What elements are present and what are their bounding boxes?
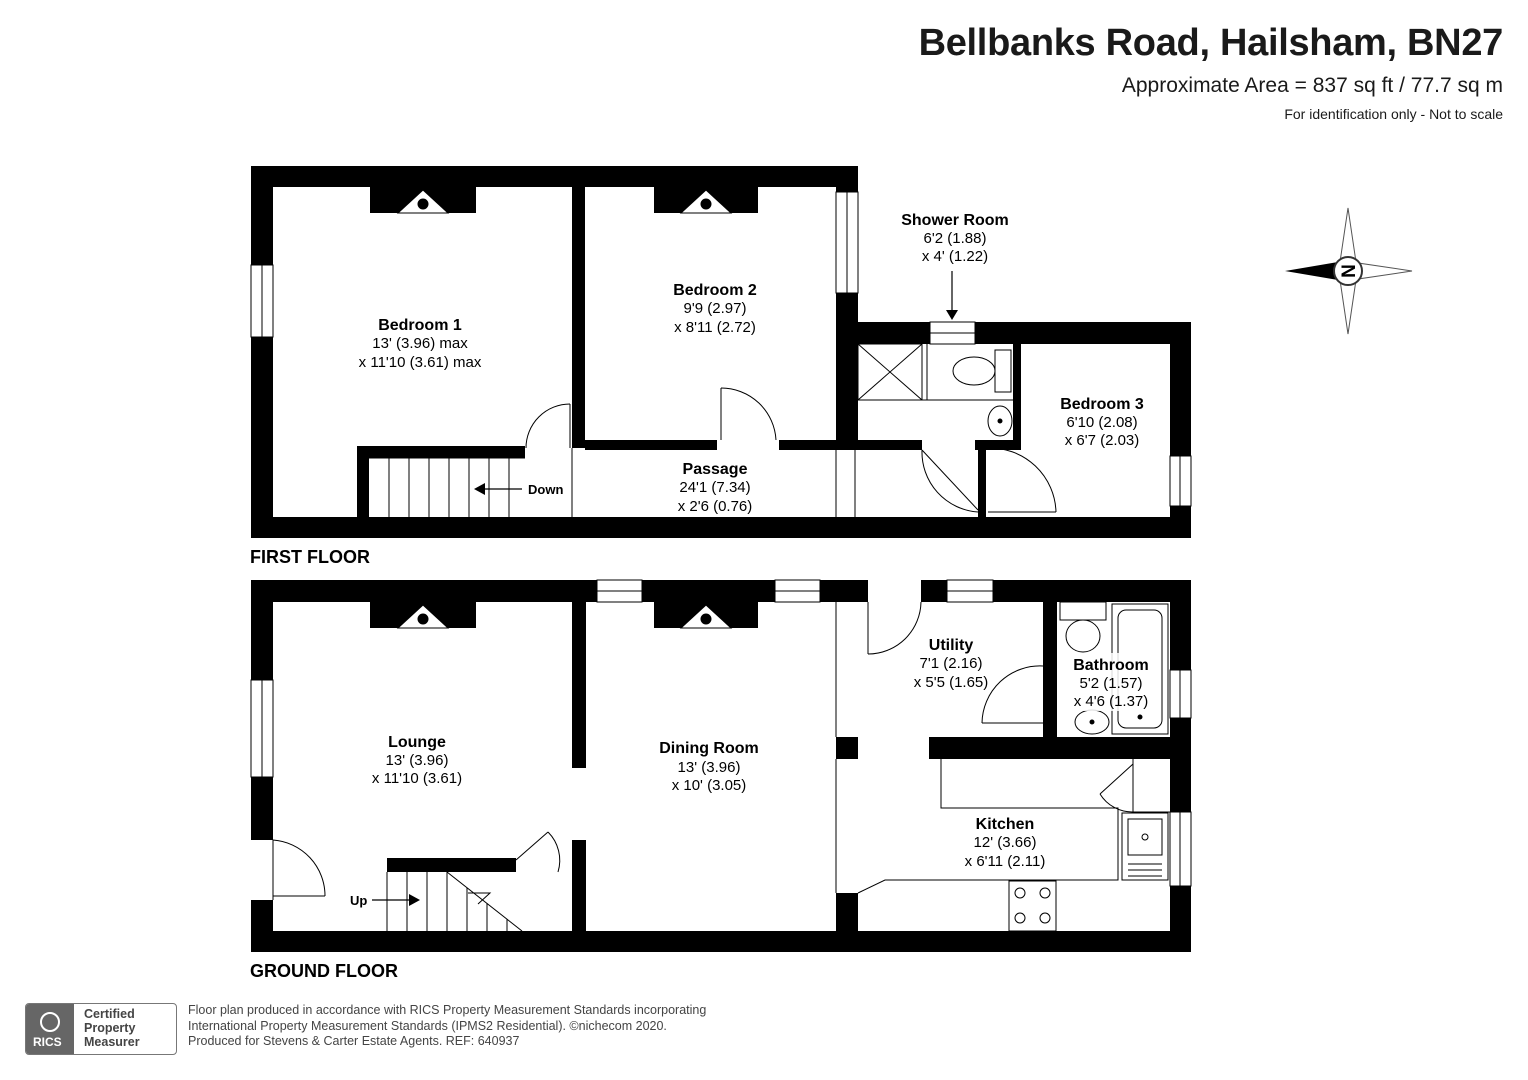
ground-floor-label: GROUND FLOOR	[250, 961, 398, 981]
badge-text: Certified Property Measurer	[84, 1007, 174, 1049]
badge-line-2: Property	[84, 1021, 136, 1035]
bedroom-3-name: Bedroom 3	[1060, 396, 1144, 413]
rics-logo: RICS	[26, 1004, 74, 1054]
bedroom-3-dim-2: x 6'7 (2.03)	[1065, 432, 1140, 449]
utility-dim-1: 7'1 (2.16)	[920, 655, 983, 672]
ground-floor-fixtures	[250, 579, 1192, 932]
lounge-name: Lounge	[388, 734, 446, 751]
dining-room-dim-2: x 10' (3.05)	[672, 777, 747, 794]
ground-floor-plan	[251, 580, 1191, 952]
shower-room-dim-1: 6'2 (1.88)	[924, 230, 987, 247]
dining-room-name: Dining Room	[659, 740, 759, 757]
passage-dim-2: x 2'6 (0.76)	[678, 498, 753, 515]
shower-room-name: Shower Room	[901, 212, 1009, 229]
lounge-dim-2: x 11'10 (3.61)	[372, 770, 462, 787]
bathroom-dim-1: 5'2 (1.57)	[1080, 675, 1143, 692]
lounge-dim-1: 13' (3.96)	[386, 752, 449, 769]
bedroom-2-name: Bedroom 2	[673, 282, 757, 299]
north-label: N	[1339, 264, 1360, 278]
bathroom-name: Bathroom	[1073, 657, 1149, 674]
dining-room-dim-1: 13' (3.96)	[678, 759, 741, 776]
approximate-area: Approximate Area = 837 sq ft / 77.7 sq m	[1121, 74, 1503, 97]
stairs-down-label: Down	[528, 482, 563, 497]
bedroom-1-name: Bedroom 1	[378, 317, 462, 334]
bedroom-1-dim-2: x 11'10 (3.61) max	[359, 354, 482, 371]
bedroom-1-dim-1: 13' (3.96) max	[372, 335, 468, 352]
footer-line-1: Floor plan produced in accordance with R…	[188, 1003, 707, 1017]
first-floor-fixtures	[250, 189, 1192, 517]
passage-name: Passage	[683, 461, 748, 478]
ground-floor-labels: Lounge 13' (3.96) x 11'10 (3.61) Dining …	[250, 637, 1154, 981]
bedroom-2-dim-2: x 8'11 (2.72)	[674, 319, 756, 336]
bedroom-2-dim-1: 9'9 (2.97)	[684, 300, 747, 317]
kitchen-name: Kitchen	[976, 816, 1035, 833]
utility-name: Utility	[929, 637, 974, 654]
first-floor-label: FIRST FLOOR	[250, 547, 370, 567]
footer-disclaimer: Floor plan produced in accordance with R…	[188, 1003, 706, 1050]
bathroom-dim-2: x 4'6 (1.37)	[1074, 693, 1149, 710]
shower-room-dim-2: x 4' (1.22)	[922, 248, 988, 265]
rics-logo-text: RICS	[33, 1035, 62, 1049]
passage-dim-1: 24'1 (7.34)	[679, 479, 750, 496]
shower-room-pointer-head	[946, 310, 958, 320]
kitchen-dim-2: x 6'11 (2.11)	[965, 853, 1046, 870]
badge-line-3: Measurer	[84, 1035, 140, 1049]
scale-disclaimer: For identification only - Not to scale	[1284, 106, 1503, 122]
certified-measurer-badge: RICS Certified Property Measurer	[25, 1003, 177, 1055]
footer-line-3: Produced for Stevens & Carter Estate Age…	[188, 1034, 520, 1048]
down-arrow-head	[474, 483, 485, 495]
utility-dim-2: x 5'5 (1.65)	[914, 674, 989, 691]
footer-line-2: International Property Measurement Stand…	[188, 1018, 667, 1033]
bedroom-3-dim-1: 6'10 (2.08)	[1066, 414, 1137, 431]
stairs-up-label: Up	[350, 893, 367, 908]
compass-rose: N	[1285, 207, 1413, 335]
kitchen-dim-1: 12' (3.66)	[974, 834, 1037, 851]
up-arrow-head	[409, 894, 420, 906]
property-address-title: Bellbanks Road, Hailsham, BN27	[918, 22, 1504, 64]
first-floor-labels: Bedroom 1 13' (3.96) max x 11'10 (3.61) …	[250, 212, 1144, 567]
badge-line-1: Certified	[84, 1007, 135, 1021]
first-floor-plan	[251, 166, 1191, 538]
rics-crest-icon	[40, 1012, 60, 1032]
